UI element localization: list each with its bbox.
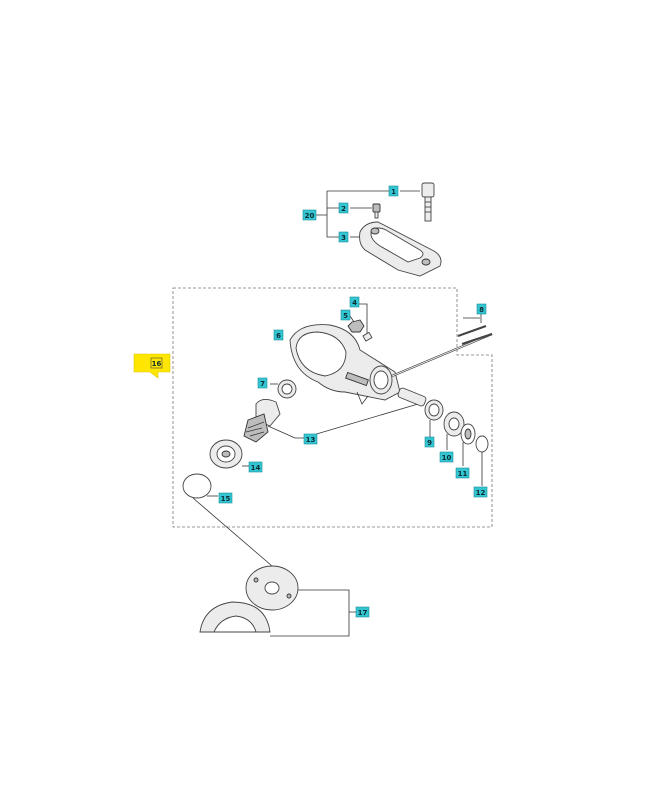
svg-text:2: 2 [341,205,346,213]
svg-text:6: 6 [276,332,281,340]
part-8-bolts[interactable] [457,313,493,345]
callout-11[interactable]: 11 [455,467,470,479]
callout-13[interactable]: 13 [303,433,318,445]
callout-14[interactable]: 14 [248,461,263,473]
part-10-bearing[interactable] [443,411,465,450]
svg-text:8: 8 [479,306,484,314]
svg-text:12: 12 [476,489,486,497]
callout-5[interactable]: 5 [340,309,351,321]
svg-text:9: 9 [427,439,432,447]
part-5-nut[interactable] [347,315,365,333]
svg-text:10: 10 [442,454,452,462]
svg-text:5: 5 [343,312,348,320]
callout-16-highlighted[interactable]: 16 [133,353,171,379]
svg-text:13: 13 [306,436,316,444]
part-1-bolt[interactable] [400,182,435,222]
callout-2[interactable]: 2 [338,202,349,214]
drive-shaft [391,332,493,378]
svg-text:7: 7 [260,380,265,388]
part-17-flanges[interactable] [199,565,356,637]
callout-3[interactable]: 3 [338,231,349,243]
part-4-pin[interactable] [358,303,373,342]
svg-text:15: 15 [221,495,231,503]
assembly-group-20 [315,182,442,277]
svg-text:14: 14 [251,464,261,472]
part-6-gear-housing[interactable] [289,324,401,405]
callout-6[interactable]: 6 [273,329,284,341]
part-3-clamp[interactable] [350,221,442,277]
svg-text:3: 3 [341,234,346,242]
callout-10[interactable]: 10 [439,451,454,463]
part-14-bearing[interactable] [209,439,250,469]
part-9-shaft-bearing[interactable] [397,387,444,440]
svg-text:17: 17 [358,609,368,617]
part-2-screw[interactable] [350,203,381,219]
callout-9[interactable]: 9 [424,436,435,448]
svg-text:11: 11 [458,470,468,478]
svg-text:4: 4 [352,299,357,307]
svg-text:1: 1 [391,188,396,196]
part-11-seal[interactable] [460,423,476,466]
callout-15[interactable]: 15 [218,492,233,504]
svg-text:20: 20 [305,212,315,220]
part-12-circlip[interactable] [475,435,489,486]
part-7-bearing[interactable] [270,379,297,399]
callout-1[interactable]: 1 [388,185,399,197]
callout-8-upper[interactable]: 8 [476,303,487,315]
part-15-circlip[interactable] [182,473,273,567]
svg-text:16: 16 [152,360,162,368]
assembly-outline-16 [172,287,493,528]
callout-4[interactable]: 4 [349,296,360,308]
callout-7[interactable]: 7 [257,377,268,389]
bevel-gear-spindle[interactable] [243,399,419,443]
callout-12[interactable]: 12 [473,486,488,498]
callout-17[interactable]: 17 [355,606,370,618]
callout-20[interactable]: 20 [302,209,317,221]
